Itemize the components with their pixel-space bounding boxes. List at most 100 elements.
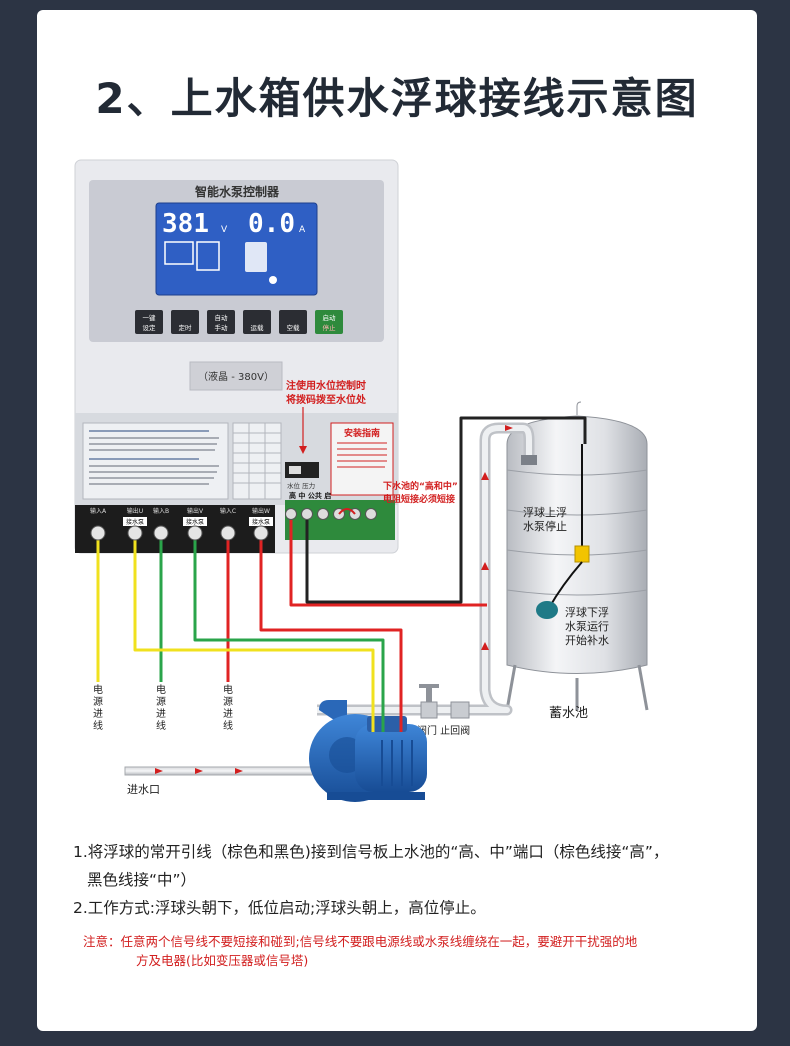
controller-button[interactable] [135, 310, 163, 334]
spray-nozzle [521, 455, 537, 465]
power-terminal-label: 输入C [220, 507, 236, 515]
valve-label: 阀门 止回阀 [417, 724, 470, 737]
lcd-current: 0.0 [248, 209, 295, 239]
inlet-flow-arrows [155, 768, 243, 774]
controller-button[interactable] [207, 310, 235, 334]
power-screw[interactable] [153, 525, 169, 541]
install-guide [330, 422, 394, 496]
dip-switch-knob[interactable] [289, 466, 301, 474]
signal-screw[interactable] [317, 508, 329, 520]
signal-terminal-block [285, 500, 395, 540]
note-1: 1.将浮球的常开引线（棕色和黑色)接到信号板上水池的“高、中”端口（棕色线接“高… [73, 843, 669, 861]
float-down-line3: 开始补水 [565, 633, 609, 647]
note-2: 2.工作方式:浮球头朝下，低位启动;浮球头朝上，高位停止。 [73, 899, 486, 917]
lcd-voltage-unit: V [221, 225, 228, 235]
pump-tag-label: 接水泵 [186, 518, 204, 526]
warning-line-1: 注意：任意两个信号线不要短接和碰到;信号线不要跟电源线或水泵线缠绕在一起，要避开… [83, 934, 638, 949]
power-screw[interactable] [220, 525, 236, 541]
dip-note-arrowhead [299, 446, 307, 454]
power-terminal-strip [75, 505, 275, 553]
controller-button-label: 启动 [323, 313, 337, 322]
power-terminal-label: 输出V [187, 507, 204, 515]
power-in-char: 线 [223, 719, 233, 732]
power-screw[interactable] [187, 525, 203, 541]
warning-note: 注意：任意两个信号线不要短接和碰到;信号线不要跟电源线或水泵线缠绕在一起，要避开… [83, 932, 743, 970]
controller-button-label: 自动 [215, 313, 229, 322]
power-terminal-label: 输出U [127, 507, 143, 515]
power-in-char: 线 [156, 719, 166, 732]
inlet-label: 进水口 [127, 783, 160, 796]
wire-float-mid [305, 416, 587, 604]
inlet-pipe [124, 766, 316, 776]
power-in-char: 电 [156, 683, 166, 696]
power-terminal-label: 输出W [252, 507, 270, 515]
short-jumper [338, 508, 356, 515]
instruction-sheet [82, 422, 229, 500]
wire-output-u [133, 540, 375, 732]
power-in-char: 进 [156, 708, 166, 720]
controller-button-label: 定时 [179, 323, 193, 332]
install-guide-title: 安装指南 [344, 427, 380, 439]
model-plate [189, 361, 283, 391]
wires [96, 416, 587, 732]
signal-screw[interactable] [301, 508, 313, 520]
power-in-char: 源 [93, 695, 103, 708]
float-up-line2: 水泵停止 [523, 519, 567, 533]
pump-tag [123, 517, 147, 526]
power-in-char: 进 [93, 708, 103, 720]
controller-button[interactable] [279, 310, 307, 334]
power-screw[interactable] [90, 525, 106, 541]
short-note-line2: 电阻短接必须短接 [383, 493, 455, 505]
lcd-screen [155, 202, 318, 296]
valve-handle[interactable] [419, 684, 439, 688]
controller-button[interactable] [171, 310, 199, 334]
gate-valve[interactable] [420, 701, 438, 719]
pump-terminal-box [367, 716, 407, 732]
water-pump [309, 700, 427, 802]
notes: 1.将浮球的常开引线（棕色和黑色)接到信号板上水池的“高、中”端口（棕色线接“高… [73, 838, 753, 922]
controller-button-label: 设定 [143, 323, 157, 332]
controller-button-label: 停止 [323, 323, 337, 332]
controller: 智能水泵控制器 381 V 0.0 A 一键设定定时自动手动运载空载启动停止 （… [74, 159, 399, 554]
power-screw[interactable] [127, 525, 143, 541]
controller-button[interactable] [243, 310, 271, 334]
dip-note-line2: 将拨码拨至水位处 [286, 393, 367, 406]
wiring-diagram: 智能水泵控制器 381 V 0.0 A 一键设定定时自动手动运载空载启动停止 （… [74, 159, 649, 802]
power-in-char: 源 [156, 695, 166, 708]
flow-arrows [481, 425, 513, 650]
float-up-line1: 浮球上浮 [523, 505, 567, 519]
power-in-char: 源 [223, 695, 233, 708]
pump-tag [183, 517, 207, 526]
power-terminal-label: 输入A [90, 507, 107, 515]
dip-table [232, 422, 282, 500]
lcd-fan-icon [269, 276, 277, 284]
power-screw[interactable] [253, 525, 269, 541]
controller-name: 智能水泵控制器 [194, 184, 280, 199]
power-in-char: 进 [223, 708, 233, 720]
signal-screw[interactable] [285, 508, 297, 520]
wire-float-high [289, 520, 487, 607]
short-note-line1: 下水池的“高和中” [383, 480, 458, 492]
model-label: （液晶 - 380V） [198, 370, 274, 383]
install-guide-lines [337, 442, 387, 468]
float-counterweight [574, 545, 590, 563]
tank-label: 蓄水池 [549, 706, 588, 721]
switch-labels: 水位 压力 [287, 481, 315, 490]
power-screws[interactable] [90, 525, 269, 541]
controller-button[interactable] [315, 310, 343, 334]
wire-output-v [193, 540, 385, 732]
float-down-line1: 浮球下浮 [565, 605, 609, 619]
power-terminal-label: 输入B [153, 507, 169, 515]
tank-legs [505, 664, 649, 711]
pump-tag [249, 517, 273, 526]
lcd-voltage: 381 [162, 209, 209, 239]
controller-button-label: 一键 [143, 313, 157, 322]
signal-screw[interactable] [365, 508, 377, 520]
lcd-pump-icon [164, 241, 194, 265]
terminal-label: 高 中 公共 启 [289, 491, 331, 500]
power-in-char: 电 [223, 683, 233, 696]
diagram-card: 2、上水箱供水浮球接线示意图 智能水泵控制器 [37, 10, 757, 1031]
dip-note-line1: 注使用水位控制时 [286, 379, 366, 392]
